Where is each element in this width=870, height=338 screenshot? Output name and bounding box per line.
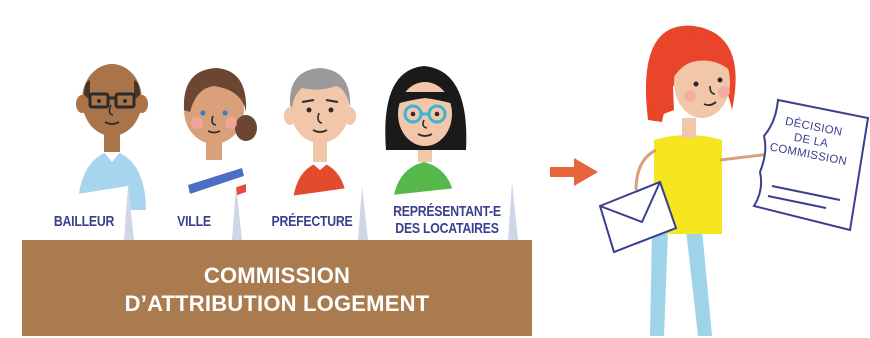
label-representant-line1: REPRÉSENTANT-E (393, 203, 501, 220)
name-card-representant (382, 182, 518, 240)
desk (22, 240, 532, 336)
decision-document-icon (752, 98, 870, 232)
label-bailleur: BAILLEUR (53, 213, 115, 230)
applicant (634, 25, 771, 336)
name-card-bailleur (40, 186, 134, 240)
member-bailleur (76, 64, 148, 210)
glasses-icon (403, 104, 447, 124)
name-card-ville (152, 186, 242, 240)
glasses-icon (88, 92, 136, 109)
desk-title: COMMISSION D’ATTRIBUTION LOGEMENT (22, 262, 532, 318)
desk-title-line1: COMMISSION (203, 263, 351, 288)
name-card-prefecture (262, 186, 368, 240)
label-representant-line2: DES LOCATAIRES (395, 220, 499, 237)
desk-title-line2: D’ATTRIBUTION LOGEMENT (124, 291, 430, 316)
arrow-right-icon (550, 158, 598, 186)
label-prefecture: PRÉFECTURE (271, 213, 353, 230)
label-ville: VILLE (177, 213, 211, 230)
envelope-icon (598, 180, 678, 254)
